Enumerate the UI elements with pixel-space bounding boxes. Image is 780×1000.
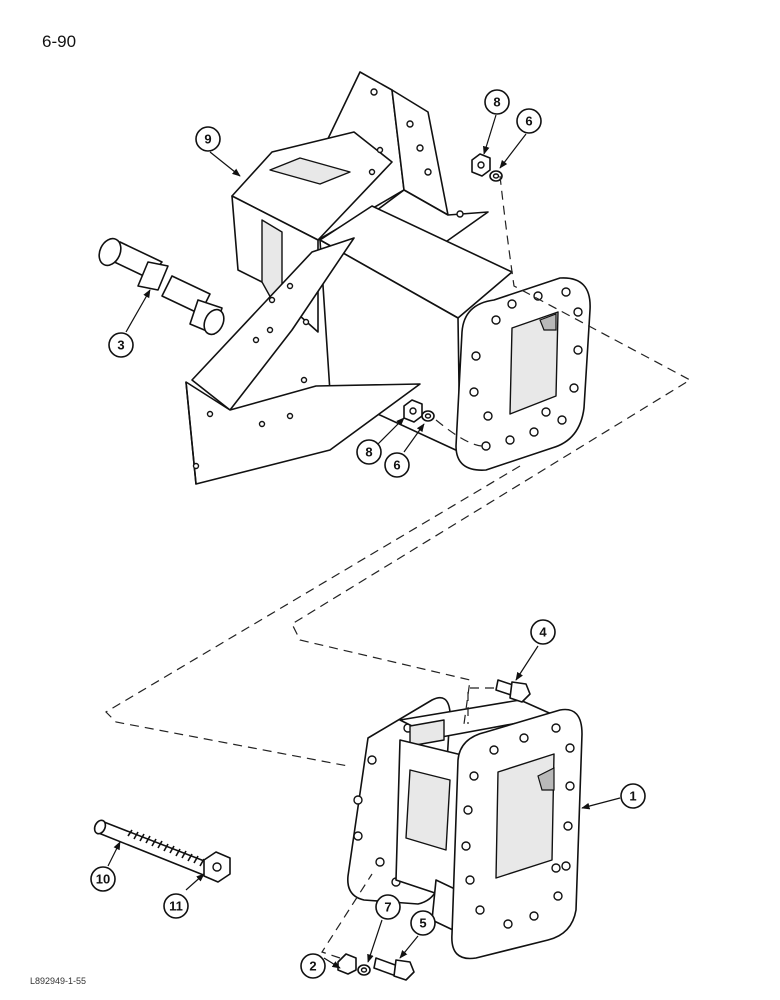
lower-washer-6 bbox=[421, 410, 435, 422]
svg-text:8: 8 bbox=[365, 445, 372, 460]
nut-2 bbox=[337, 953, 357, 975]
svg-text:11: 11 bbox=[169, 899, 183, 914]
front-angle-plate bbox=[191, 237, 355, 411]
callout-7: 7 bbox=[367, 894, 401, 963]
bolt-4 bbox=[495, 679, 531, 703]
lower-nut-8 bbox=[403, 399, 423, 423]
lower-housing-assembly bbox=[347, 696, 583, 960]
callout-8-lower: 8 bbox=[356, 417, 405, 465]
top-slot bbox=[409, 719, 445, 747]
callout-1: 1 bbox=[581, 783, 646, 810]
top-tab bbox=[269, 157, 351, 185]
svg-text:4: 4 bbox=[539, 625, 547, 640]
svg-text:1: 1 bbox=[629, 789, 636, 804]
callout-6-upper: 6 bbox=[499, 108, 542, 169]
svg-text:2: 2 bbox=[309, 959, 316, 974]
callout-8-upper: 8 bbox=[483, 89, 510, 155]
svg-text:8: 8 bbox=[493, 95, 500, 110]
svg-text:9: 9 bbox=[204, 132, 211, 147]
callout-10: 10 bbox=[90, 841, 121, 892]
upper-washer-6 bbox=[489, 170, 503, 182]
svg-text:10: 10 bbox=[96, 872, 110, 887]
svg-text:6: 6 bbox=[393, 458, 400, 473]
callout-6-lower: 6 bbox=[384, 423, 425, 478]
bolt-5 bbox=[373, 957, 415, 981]
callout-4: 4 bbox=[515, 619, 556, 681]
upper-bracket-assembly bbox=[185, 71, 591, 485]
upper-nut-8 bbox=[471, 153, 491, 177]
nut-11 bbox=[203, 851, 231, 883]
figure-reference-code: L892949-1-55 bbox=[30, 976, 87, 986]
svg-text:5: 5 bbox=[419, 916, 426, 931]
splined-shaft bbox=[98, 237, 225, 336]
page-number: 6-90 bbox=[42, 32, 77, 51]
callout-5: 5 bbox=[399, 910, 436, 959]
svg-text:3: 3 bbox=[117, 338, 124, 353]
callout-9: 9 bbox=[195, 126, 241, 177]
washer-7 bbox=[357, 964, 371, 976]
upper-flange-plate bbox=[455, 277, 591, 471]
callout-2: 2 bbox=[300, 953, 341, 979]
svg-text:7: 7 bbox=[384, 900, 391, 915]
svg-text:6: 6 bbox=[525, 114, 532, 129]
alignment-lines bbox=[105, 175, 692, 959]
callout-3: 3 bbox=[108, 289, 151, 358]
threaded-stud-10 bbox=[93, 819, 213, 877]
callout-11: 11 bbox=[163, 873, 205, 919]
